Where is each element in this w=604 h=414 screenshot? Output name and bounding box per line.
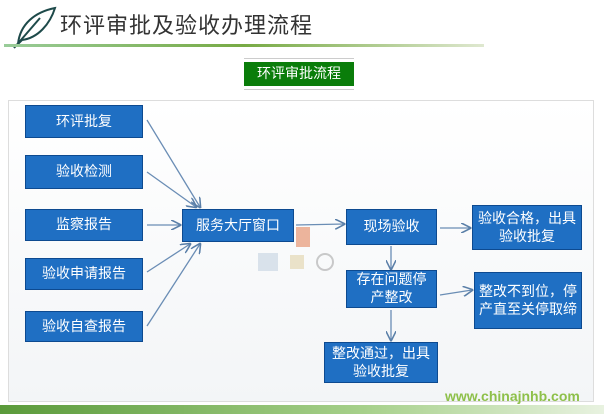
placeholder-media-icons <box>256 225 336 275</box>
input-box: 监察报告 <box>25 209 143 241</box>
service-hall-box: 服务大厅窗口 <box>182 209 294 242</box>
pass-box: 验收合格，出具验收批复 <box>472 205 582 250</box>
title-divider <box>4 44 484 47</box>
problem-box: 存在问题停产整改 <box>346 270 437 308</box>
input-box: 环评批复 <box>25 105 143 138</box>
watermark: www.chinajnhb.com <box>445 388 580 404</box>
input-box: 验收申请报告 <box>25 258 143 290</box>
divider <box>244 89 354 90</box>
input-box: 验收自查报告 <box>25 311 143 342</box>
divider <box>244 58 354 59</box>
fixed-box: 整改通过，出具验收批复 <box>324 342 438 383</box>
onsite-inspection-box: 现场验收 <box>346 209 437 245</box>
fail-box: 整改不到位，停产直至关停取缔 <box>474 272 582 329</box>
input-box: 验收检测 <box>25 155 143 189</box>
footer-bar <box>0 405 604 414</box>
feather-icon <box>13 6 57 49</box>
flowchart-frame <box>8 100 594 402</box>
page-title: 环评审批及验收办理流程 <box>60 14 314 39</box>
section-title: 环评审批流程 <box>244 62 354 86</box>
